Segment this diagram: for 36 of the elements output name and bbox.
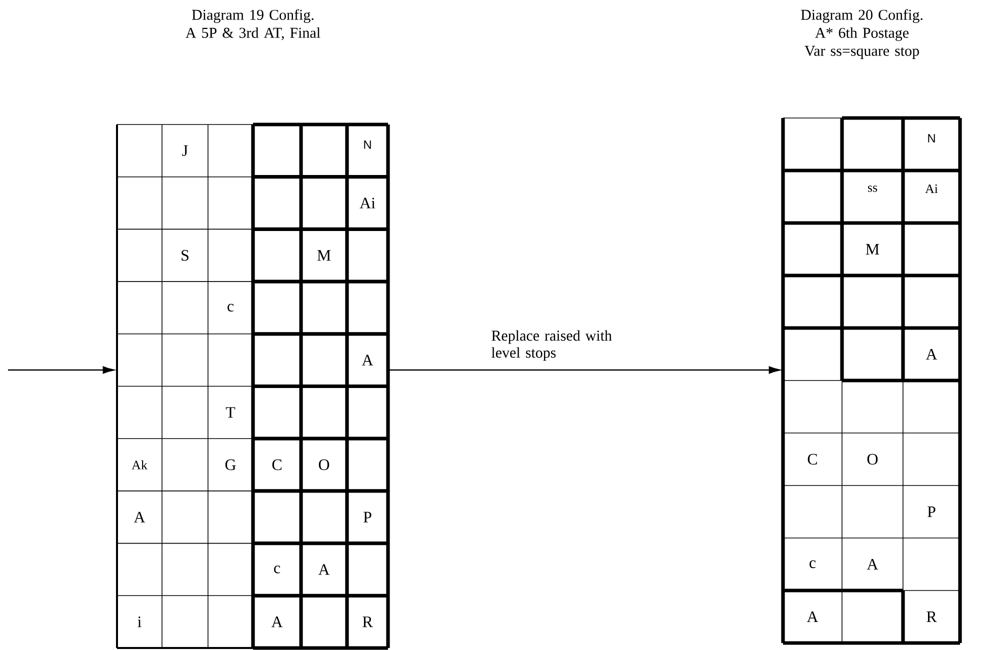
cell-letter: P [364,512,372,522]
cell-letter: J [182,145,188,156]
cell-letter: Ak [132,460,148,470]
cell-letter: A [134,512,146,522]
grid-title: Diagram 20 Config. A* 6th Postage Var ss=square stop [801,9,922,59]
cell-letter: S [182,250,188,261]
cell-letter: R [362,616,373,628]
cell-letter: N [928,134,935,142]
cell-letter: R [926,612,937,622]
cell-letter: c [810,560,816,568]
cell-letter: A [926,348,938,360]
cell-letter: G [225,459,236,470]
cell-letter: T [226,407,236,418]
grid-title: Diagram 19 Config. A 5P & 3rd AT, Final [186,9,320,40]
cell-letter: C [808,454,817,465]
cell-letter: P [928,506,936,517]
cell-letter: A [271,616,283,628]
cell-letter: O [867,454,878,465]
cell-letter: A [806,611,818,622]
arrow [388,366,780,374]
cell-letter: M [317,250,331,261]
cell-letter: Ai [925,184,938,194]
cell-letter: c [228,304,234,312]
cell-letter: A [866,558,878,570]
cell-letter: c [274,566,280,574]
cell-letter: i [138,616,142,628]
cell-letter: N [364,140,371,149]
cell-letter: A [362,354,374,366]
cell-letter: Ai [360,198,376,208]
cell-letter: A [318,564,330,575]
cell-letter: M [866,244,880,254]
arrow [8,366,114,374]
cell-letter: O [318,459,330,470]
cell-letter: ss [868,186,878,192]
edge-label: Replace raised with level stops [492,330,612,361]
cell-letter: C [272,459,282,470]
